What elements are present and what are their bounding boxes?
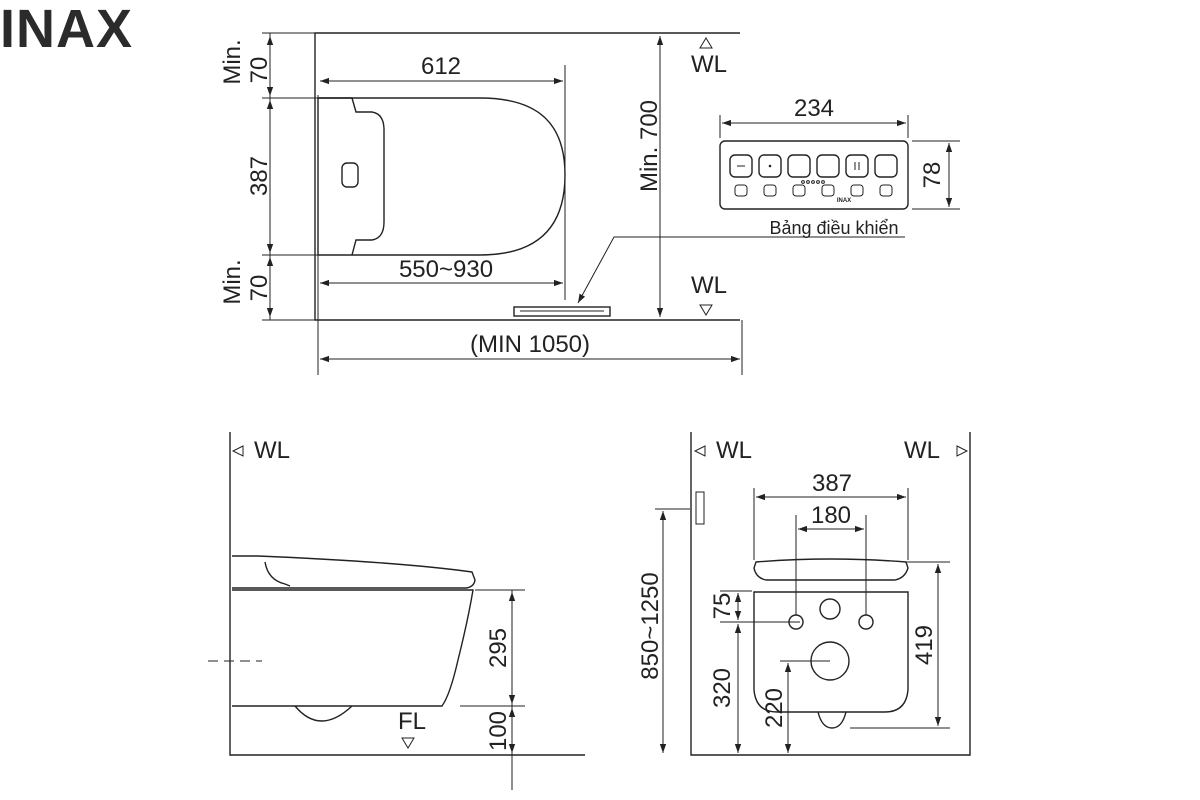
- panel-small-button-1: [734, 184, 748, 197]
- wall-outline: [314, 32, 740, 321]
- panel-button-4: [816, 154, 840, 178]
- panel-small-button-2: [763, 184, 777, 197]
- level-dots: [801, 180, 825, 184]
- dim-depth: 387: [246, 156, 273, 196]
- dim-top-clear: 70: [246, 57, 273, 84]
- front-wl-left-marker: [693, 445, 706, 457]
- brand-logo: INAX: [0, 0, 134, 59]
- front-drain-pipe: [817, 711, 847, 729]
- floor-sensor-strip: [513, 306, 611, 317]
- wl-bottom-label: WL: [691, 272, 727, 299]
- dim-180: 180: [811, 502, 851, 529]
- panel-small-button-3: [792, 184, 806, 197]
- dim-min-1050: (MIN 1050): [470, 331, 590, 358]
- bolt-hole-right: [858, 614, 874, 630]
- dim-295: 295: [485, 628, 512, 668]
- control-panel-caption: Bảng điều khiển: [769, 218, 898, 238]
- top-view: WL WL Min. 70 387 Min. 70 612 550~930: [219, 32, 905, 375]
- wl-top-marker: [699, 37, 713, 49]
- front-wl-right-marker: [956, 445, 969, 457]
- panel-small-button-4: [821, 184, 835, 197]
- dim-419: 419: [911, 625, 938, 665]
- side-lid-curve: [264, 561, 291, 587]
- dim-front-387: 387: [812, 470, 852, 497]
- panel-small-button-6: [879, 184, 893, 197]
- wl-bottom-marker: [699, 304, 713, 316]
- dim-78: 78: [919, 162, 946, 189]
- panel-button-5: [845, 154, 869, 178]
- dim-220: 220: [761, 688, 788, 728]
- supply-hole: [819, 598, 841, 620]
- side-view: WL 295 100 FL: [208, 432, 585, 790]
- dim-75: 75: [709, 593, 736, 620]
- dim-top-clear-prefix: Min.: [219, 39, 246, 84]
- front-wall-box: [690, 432, 971, 756]
- front-seat-outline: [753, 558, 909, 581]
- dim-612: 612: [421, 53, 461, 80]
- panel-button-2: [758, 154, 782, 178]
- dim-550-930: 550~930: [399, 256, 493, 283]
- panel-button-3: [787, 154, 811, 178]
- dim-bottom-clear-prefix: Min.: [219, 259, 246, 304]
- dim-min-700: Min. 700: [636, 100, 663, 192]
- dim-850-1250: 850~1250: [637, 572, 664, 679]
- side-drain: [294, 705, 353, 722]
- control-knob: [341, 162, 359, 188]
- fl-marker: [401, 737, 415, 749]
- dim-234: 234: [794, 95, 834, 122]
- panel-button-1: [729, 154, 753, 178]
- dim-100: 100: [485, 711, 512, 751]
- wall-button: [695, 491, 705, 525]
- control-panel-body: [719, 140, 909, 210]
- dim-bottom-clear: 70: [246, 275, 273, 302]
- side-wl-label: WL: [254, 437, 290, 464]
- fl-label: FL: [398, 708, 426, 735]
- side-bowl-outline: [232, 589, 474, 707]
- control-panel: INAX 234 78 Bảng điều khiển: [719, 95, 960, 238]
- panel-logo: INAX: [837, 198, 851, 204]
- front-view: WL WL 387 180 850~1: [637, 432, 971, 756]
- front-bowl-outline: [753, 591, 909, 713]
- front-wl-right-label: WL: [904, 437, 940, 464]
- seat-hinge-outline: [318, 97, 385, 256]
- bowl-plan-outline: [317, 97, 566, 256]
- dim-320: 320: [709, 668, 736, 708]
- front-wl-left-label: WL: [716, 437, 752, 464]
- panel-small-button-5: [850, 184, 864, 197]
- side-wall-floor: [229, 432, 585, 756]
- side-lid-outline: [232, 555, 476, 589]
- side-wl-marker: [231, 445, 244, 457]
- leader-line: [577, 236, 905, 304]
- wl-top-label: WL: [691, 51, 727, 78]
- panel-button-6: [874, 154, 898, 178]
